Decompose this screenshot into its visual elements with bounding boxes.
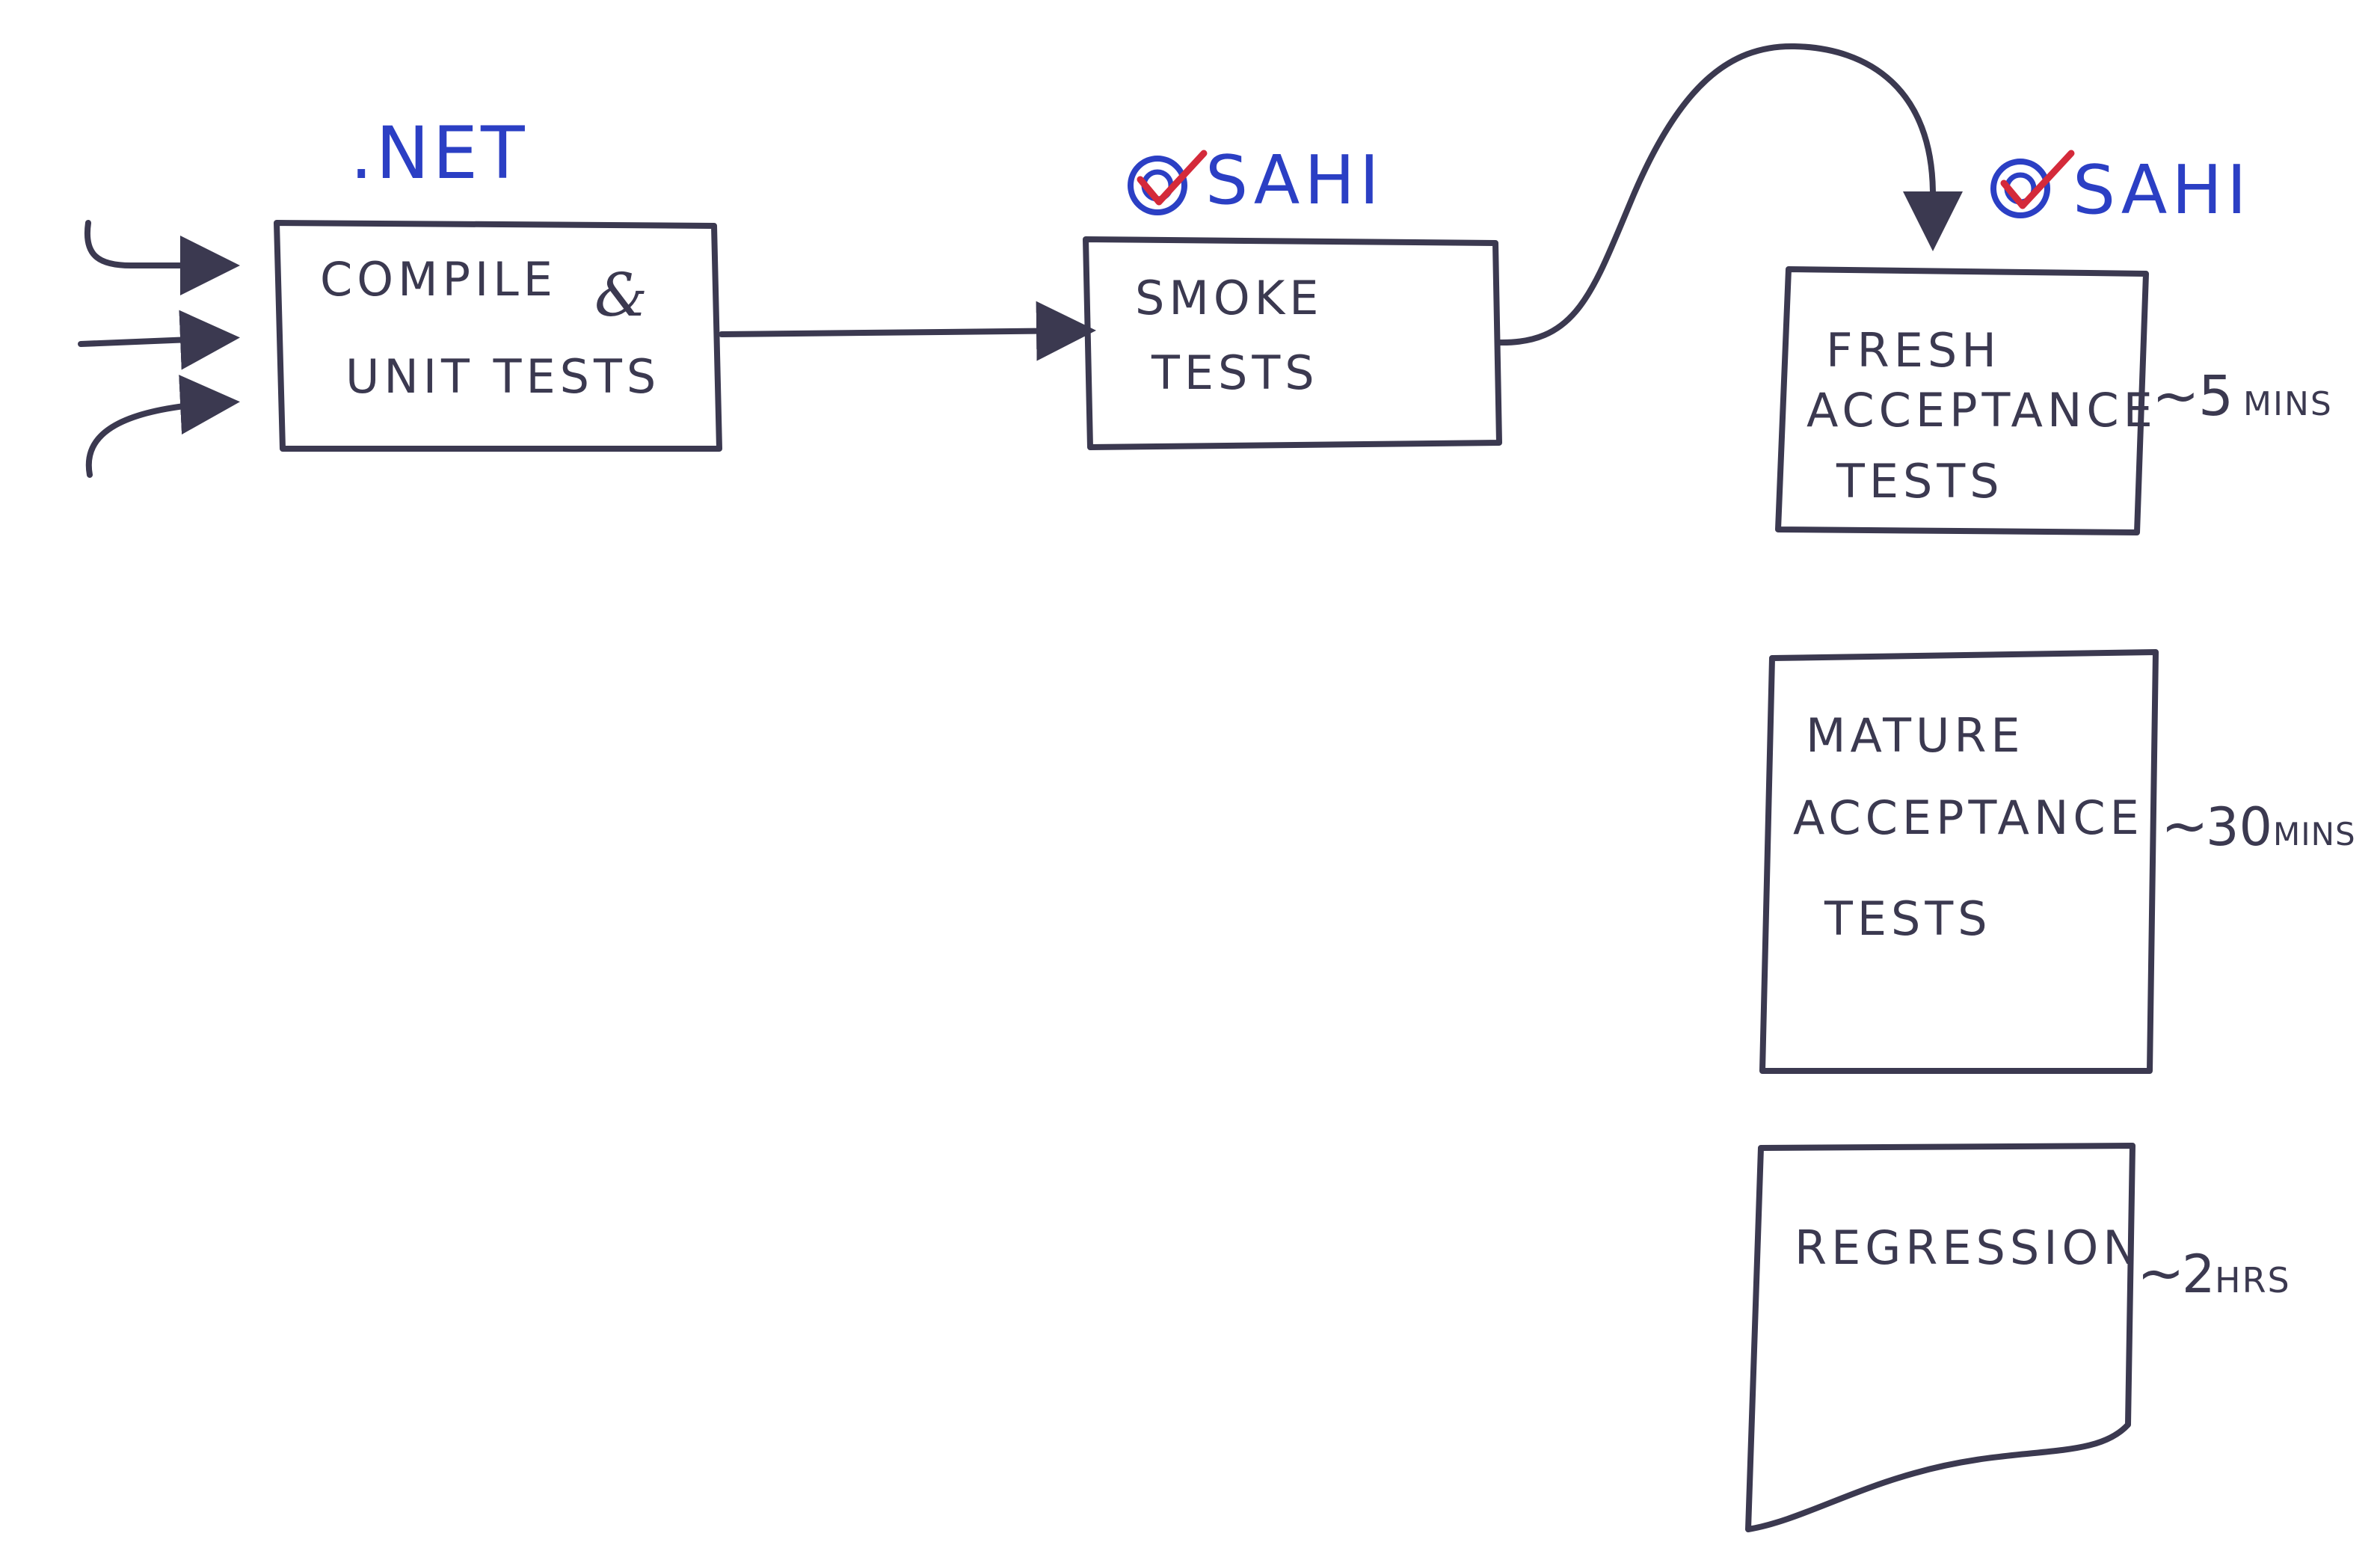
mature-tests-label: TESTS <box>1824 891 1992 946</box>
sahi-logo-icon <box>1128 150 1208 215</box>
sahi-fresh-label: SAHI <box>2073 151 2251 230</box>
fresh-tests-label: TESTS <box>1836 454 2004 509</box>
incoming-arrow-bottom <box>85 375 240 478</box>
smoke-tests-box: SMOKE TESTS <box>1083 236 1502 450</box>
fresh-label: FRESH <box>1826 323 2001 378</box>
incoming-arrows <box>78 220 240 478</box>
sahi-logo-icon <box>1990 150 2075 218</box>
arrow-smoke-to-fresh <box>1496 43 1963 346</box>
fresh-duration: ~ 5 MINS <box>2152 362 2333 429</box>
mature-acceptance-tests-box: MATURE ACCEPTANCE TESTS <box>1759 649 2159 1074</box>
regression-duration: ~ 2 HRS <box>2137 1239 2291 1306</box>
tilde-icon: ~ <box>2152 362 2200 429</box>
mature-duration: ~ 30 MINS <box>2161 792 2356 859</box>
mature-duration-unit: MINS <box>2273 816 2356 853</box>
incoming-arrow-middle <box>78 310 240 370</box>
arrow-compile-to-smoke <box>719 301 1096 361</box>
tilde-icon: ~ <box>2137 1239 2185 1306</box>
regression-label: REGRESSION <box>1795 1220 2142 1275</box>
smoke-label: SMOKE <box>1135 271 1323 325</box>
mature-label: MATURE <box>1806 708 2025 763</box>
unit-tests-label: UNIT TESTS <box>345 349 660 404</box>
fresh-acceptance-label: ACCEPTANCE <box>1806 383 2157 437</box>
fresh-duration-value: 5 <box>2198 364 2233 429</box>
compile-unit-tests-box: COMPILE & UNIT TESTS <box>274 220 722 452</box>
compile-label: COMPILE <box>320 252 557 307</box>
mature-acceptance-label: ACCEPTANCE <box>1793 790 2144 845</box>
smoke-tests-label: TESTS <box>1151 346 1319 400</box>
mature-duration-value: 30 <box>2206 796 2272 858</box>
incoming-arrow-top <box>84 220 240 295</box>
regression-duration-value: 2 <box>2182 1244 2216 1305</box>
regression-duration-unit: HRS <box>2215 1260 2291 1300</box>
ampersand-label: & <box>594 260 648 330</box>
tilde-icon: ~ <box>2161 792 2209 859</box>
regression-box: REGRESSION <box>1745 1143 2142 1532</box>
net-label: .NET <box>350 111 528 195</box>
fresh-acceptance-tests-box: FRESH ACCEPTANCE TESTS <box>1775 266 2157 535</box>
sahi-smoke-label: SAHI <box>1205 141 1384 220</box>
fresh-duration-unit: MINS <box>2243 385 2333 423</box>
